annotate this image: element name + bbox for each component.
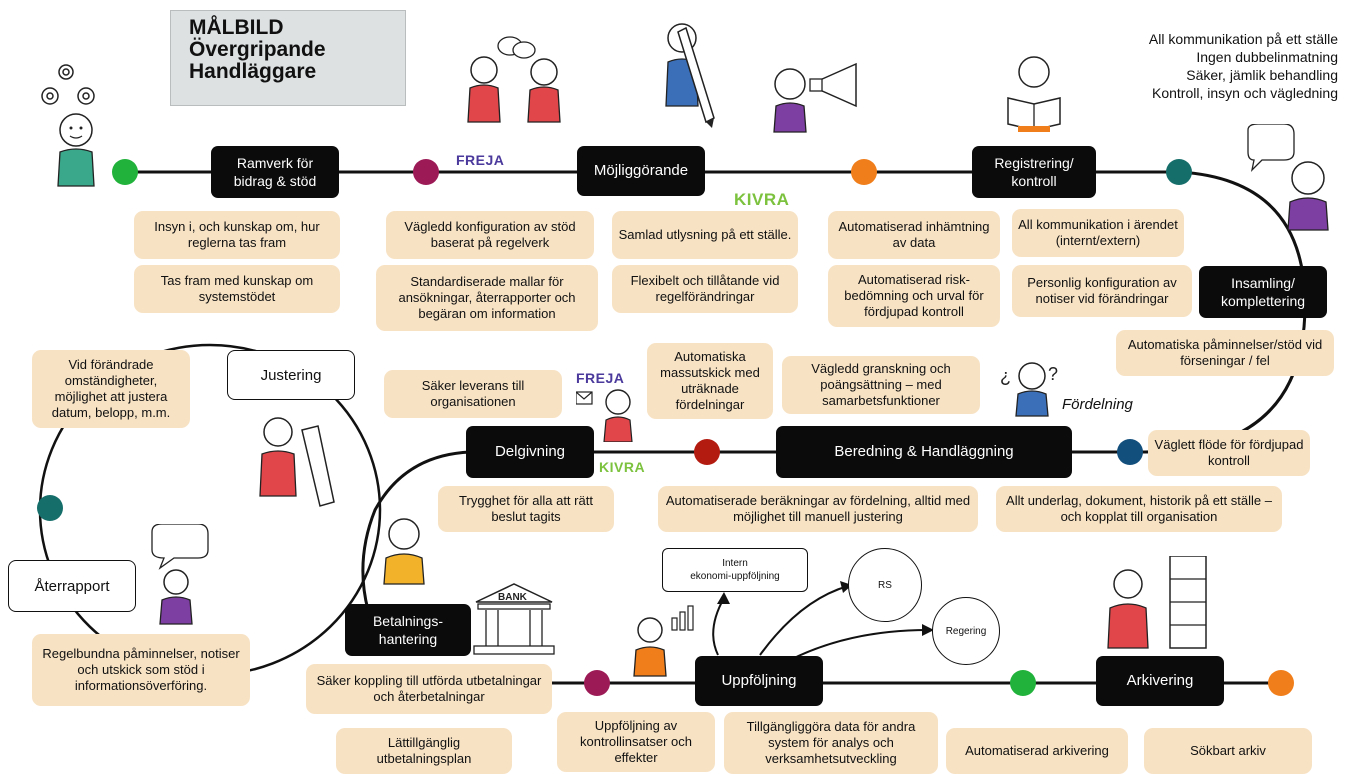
goal-item: Kontroll, insyn och vägledning bbox=[1151, 85, 1338, 101]
stage-aterrapport: Återrapport bbox=[8, 560, 136, 612]
person-thinking-icon bbox=[57, 113, 95, 187]
stage-uppfoljning: Uppföljning bbox=[695, 656, 823, 706]
note-samlad: Samlad utlysning på ett ställe. bbox=[612, 211, 798, 259]
gears-icon bbox=[41, 64, 95, 105]
kivra-label-2: KIVRA bbox=[599, 459, 646, 475]
stage-label: Justering bbox=[260, 366, 322, 384]
stage-label: Uppföljning bbox=[721, 672, 797, 689]
note-sokbart: Sökbart arkiv bbox=[1144, 728, 1312, 774]
title-line-3: Handläggare bbox=[189, 60, 317, 83]
person-chart-icon bbox=[633, 605, 694, 677]
stage-label: Beredning & Handläggning bbox=[834, 443, 1014, 460]
note-saker-lev: Säker leverans till organisationen bbox=[384, 370, 562, 418]
stage-justering: Justering bbox=[227, 350, 355, 400]
note-auto-risk: Automatiserad risk-bedömning och urval f… bbox=[828, 265, 1000, 327]
stage-label: Delgivning bbox=[494, 443, 566, 460]
person-reading-icon bbox=[1007, 56, 1061, 132]
goal-item: Säker, jämlik behandling bbox=[1186, 67, 1338, 83]
person-envelope-icon bbox=[576, 389, 633, 442]
stage-label: Registrering/ kontroll bbox=[994, 155, 1074, 189]
note-vaglett: Väglett flöde för fördjupad kontroll bbox=[1148, 430, 1310, 476]
note-auto-ber: Automatiserade beräkningar av fördelning… bbox=[658, 486, 978, 532]
kivra-label: KIVRA bbox=[734, 190, 790, 209]
title-box: MÅLBILD Övergripande Handläggare bbox=[170, 10, 406, 106]
title-line-1: MÅLBILD bbox=[189, 16, 284, 39]
note-flexibelt: Flexibelt och tillåtande vid regelföränd… bbox=[612, 265, 798, 313]
stage-label: Arkivering bbox=[1126, 672, 1194, 689]
person-pencil-icon bbox=[665, 23, 715, 128]
note-auto-ark: Automatiserad arkivering bbox=[946, 728, 1128, 774]
stage-registrering: Registrering/ kontroll bbox=[972, 146, 1096, 198]
person-cheering-icon bbox=[151, 524, 209, 625]
goal-item: Ingen dubbelinmatning bbox=[1196, 49, 1338, 65]
regering-label: Regering bbox=[945, 625, 987, 637]
note-andrade: Vid förändrade omständigheter, möjlighet… bbox=[32, 350, 190, 428]
stage-label: Möjliggörande bbox=[593, 162, 689, 179]
intern-line-1: Intern bbox=[722, 558, 748, 569]
stage-insamling: Insamling/ komplettering bbox=[1199, 266, 1327, 318]
milestone-dot-blue bbox=[1117, 439, 1143, 465]
bank-label: BANK bbox=[498, 592, 528, 603]
note-vagledd-gransk: Vägledd granskning och poängsättning – m… bbox=[782, 356, 980, 414]
milestone-dot-green-bottom bbox=[1010, 670, 1036, 696]
intern-ekonomi-box: Intern ekonomi-uppföljning bbox=[662, 548, 808, 592]
person-questioning-icon: ¿ ? bbox=[1000, 362, 1058, 417]
stage-mojliggorande: Möjliggörande bbox=[577, 146, 705, 196]
goals-list: All kommunikation på ett ställe Ingen du… bbox=[1149, 30, 1338, 102]
person-big-pencil-icon bbox=[259, 417, 335, 507]
regering-circle: Regering bbox=[932, 597, 1000, 665]
note-kunskap: Tas fram med kunskap om systemstödet bbox=[134, 265, 340, 313]
note-standard: Standardiserade mallar för ansökningar, … bbox=[376, 265, 598, 331]
rs-circle: RS bbox=[848, 548, 922, 622]
stage-arkivering: Arkivering bbox=[1096, 656, 1224, 706]
note-trygghet: Trygghet för alla att rätt beslut tagits bbox=[438, 486, 614, 532]
stage-label: Insamling/ komplettering bbox=[1220, 275, 1306, 309]
stage-ramverk: Ramverk för bidrag & stöd bbox=[211, 146, 339, 198]
svg-text:¿: ¿ bbox=[1000, 366, 1011, 386]
person-pondering-icon bbox=[383, 518, 425, 585]
note-tillg-data: Tillgängliggöra data för andra system fö… bbox=[724, 712, 938, 774]
svg-text:?: ? bbox=[1048, 364, 1058, 384]
note-personlig: Personlig konfiguration av notiser vid f… bbox=[1012, 265, 1192, 317]
title-line-2: Övergripande bbox=[189, 38, 326, 61]
stage-label: Ramverk för bidrag & stöd bbox=[233, 155, 317, 189]
stage-label: Betalnings-hantering bbox=[372, 613, 444, 647]
note-lattillg: Lättillgänglig utbetalningsplan bbox=[336, 728, 512, 774]
stage-label: Återrapport bbox=[34, 577, 110, 595]
stage-betalning: Betalnings-hantering bbox=[345, 604, 471, 656]
person-megaphone-icon bbox=[773, 62, 857, 133]
stage-delgivning: Delgivning bbox=[466, 426, 594, 478]
bank-building-icon: BANK bbox=[473, 583, 555, 655]
note-vagledd-konf: Vägledd konfiguration av stöd baserat på… bbox=[386, 211, 594, 259]
milestone-dot-orange bbox=[851, 159, 877, 185]
freja-label: FREJA bbox=[456, 152, 505, 168]
intern-line-2: ekonomi-uppföljning bbox=[690, 571, 780, 582]
note-all-komm: All kommunikation i ärendet (internt/ext… bbox=[1012, 209, 1184, 257]
note-auto-inh: Automatiserad inhämtning av data bbox=[828, 211, 1000, 259]
note-uppf-kontroll: Uppföljning av kontrollinsatser och effe… bbox=[557, 712, 715, 772]
milestone-dot-purple bbox=[413, 159, 439, 185]
stage-beredning: Beredning & Handläggning bbox=[776, 426, 1072, 478]
milestone-dot-green bbox=[112, 159, 138, 185]
milestone-dot-purple-bottom bbox=[584, 670, 610, 696]
milestone-dot-teal-circle bbox=[37, 495, 63, 521]
note-paminn: Automatiska påminnelser/stöd vid förseni… bbox=[1116, 330, 1334, 376]
goal-item: All kommunikation på ett ställe bbox=[1148, 31, 1338, 47]
people-talking-icon bbox=[467, 36, 561, 123]
rs-label: RS bbox=[878, 579, 892, 591]
note-allt-underlag: Allt underlag, dokument, historik på ett… bbox=[996, 486, 1282, 532]
note-regelbundna: Regelbundna påminnelser, notiser och uts… bbox=[32, 634, 250, 706]
milestone-dot-orange-bottom bbox=[1268, 670, 1294, 696]
person-archive-icon bbox=[1107, 556, 1207, 649]
note-massutskick: Automatiska massutskick med uträknade fö… bbox=[647, 343, 773, 419]
person-speech-icon bbox=[1247, 124, 1329, 231]
note-saker-koppl: Säker koppling till utförda utbetalninga… bbox=[306, 664, 552, 714]
note-insyn: Insyn i, och kunskap om, hur reglerna ta… bbox=[134, 211, 340, 259]
freja-label-2: FREJA bbox=[576, 370, 625, 386]
fordelning-label: Fördelning bbox=[1062, 396, 1133, 413]
milestone-dot-teal bbox=[1166, 159, 1192, 185]
milestone-dot-red bbox=[694, 439, 720, 465]
